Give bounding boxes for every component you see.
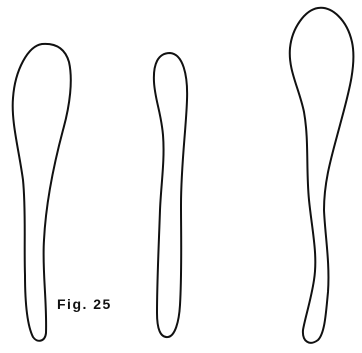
outline-shape-middle	[154, 53, 187, 337]
outline-shape-right	[290, 8, 354, 343]
figure-caption: Fig. 25	[57, 297, 112, 311]
